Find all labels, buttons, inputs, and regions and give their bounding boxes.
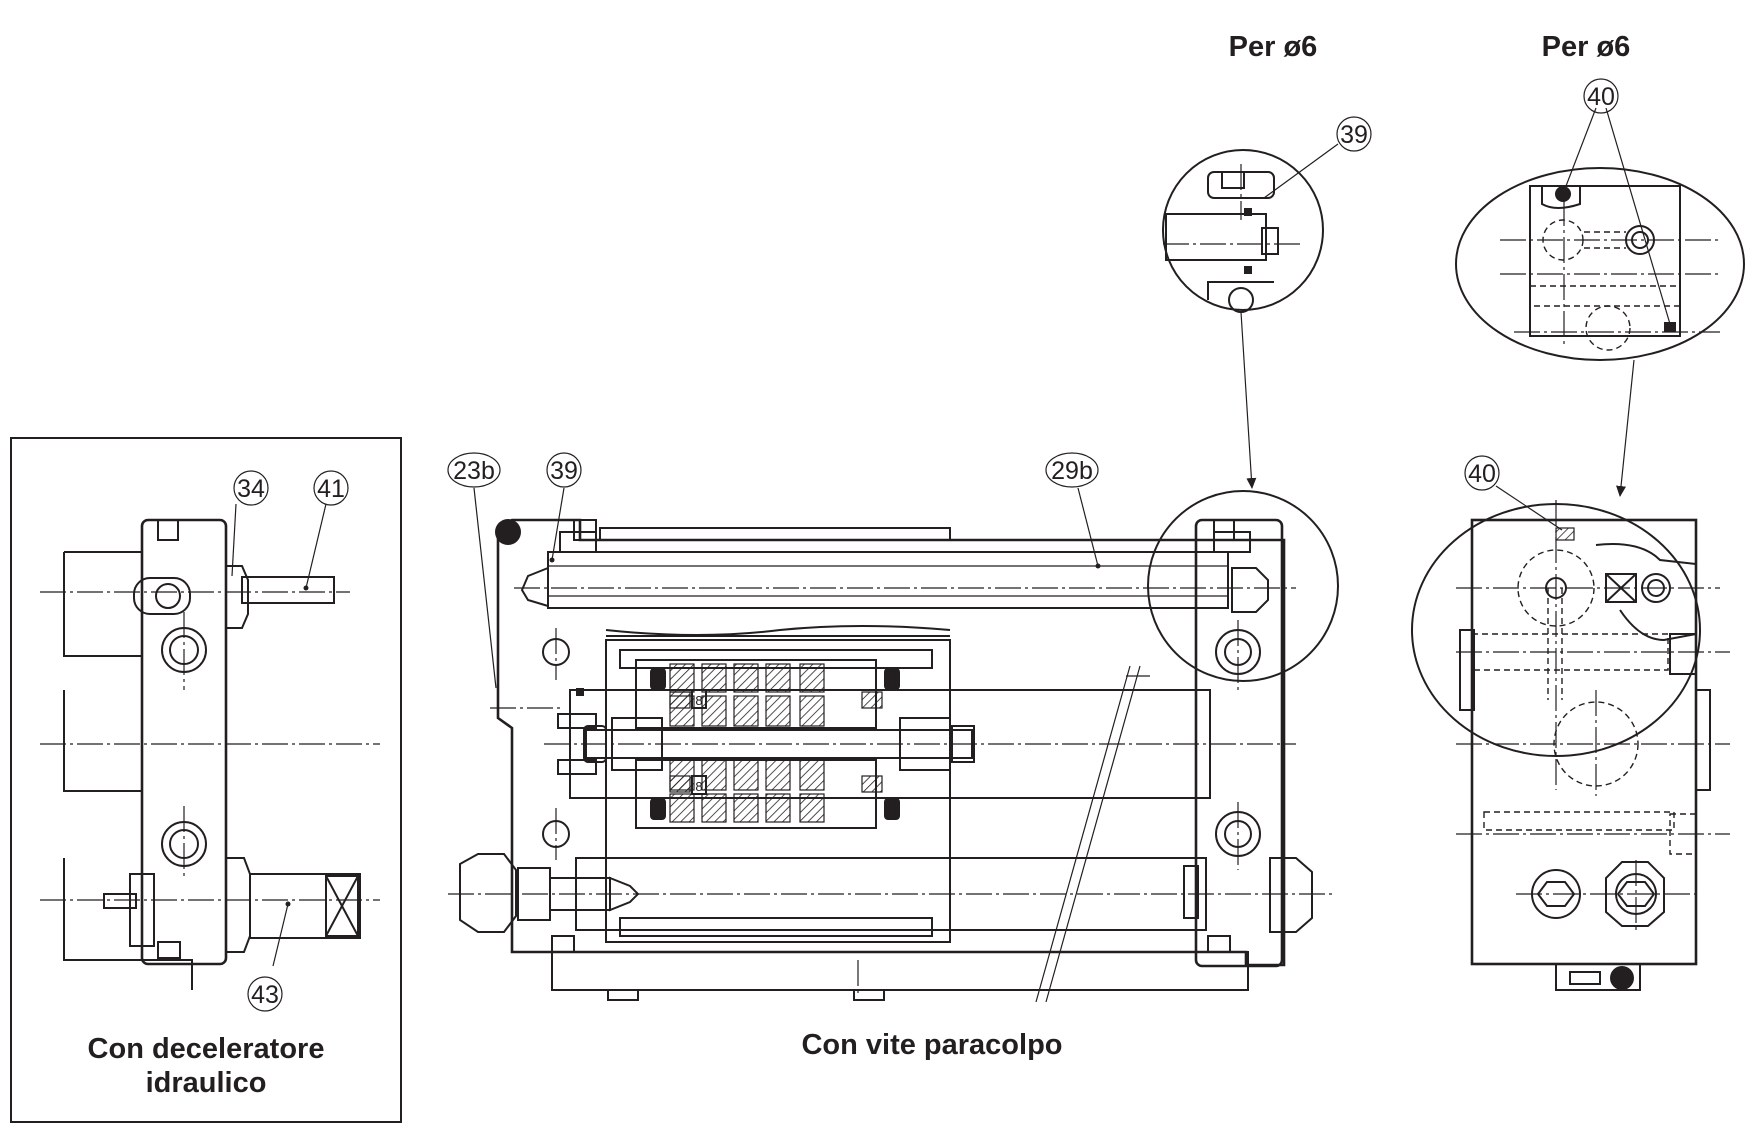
detail-ellipse-40 — [1455, 167, 1745, 361]
callout-23b: 23b — [453, 457, 495, 485]
title-detail-left: Per ø6 — [1229, 31, 1318, 63]
damper-plate — [140, 518, 228, 966]
callout-34: 34 — [237, 475, 265, 503]
callout-29b-circle — [1045, 452, 1099, 488]
base — [551, 951, 1249, 991]
callout-39a: 39 — [550, 457, 578, 485]
detail-circle-39 — [1162, 149, 1324, 311]
piston-label-lower: 8 — [695, 779, 702, 794]
callout-39b-circle — [1336, 116, 1372, 152]
callout-39a-circle — [546, 452, 582, 488]
caption-stopper-screw: Con vite paracolpo — [801, 1029, 1062, 1061]
title-detail-right: Per ø6 — [1542, 31, 1631, 63]
detail-circle-center — [1147, 490, 1339, 682]
callout-23b-circle — [447, 452, 501, 488]
callout-34-circle — [233, 470, 269, 506]
callout-40a-circle — [1583, 78, 1619, 114]
hydraulic-damper-panel: 34 41 43 Con deceleratore idraulico — [10, 437, 402, 1123]
end-plate-right — [1194, 518, 1284, 968]
end-plate-left — [496, 518, 1286, 967]
callout-40a: 40 — [1587, 83, 1615, 111]
callout-43-circle — [247, 976, 283, 1012]
callout-40b-circle — [1464, 455, 1500, 491]
side-view: 40 — [1411, 455, 1730, 991]
callout-41: 41 — [317, 475, 345, 503]
detail-per-6-left: Per ø6 39 — [1162, 31, 1372, 489]
callout-41-circle — [313, 470, 349, 506]
stopper-screw-assembly: 8 8 23b — [447, 452, 1339, 1061]
detail-per-6-right: Per ø6 40 — [1455, 31, 1745, 497]
bolt — [157, 941, 181, 959]
callout-40b: 40 — [1468, 460, 1496, 488]
callout-43: 43 — [251, 981, 279, 1009]
caption-hydraulic-damper-line2: idraulico — [146, 1067, 267, 1099]
caption-hydraulic-damper-line1: Con deceleratore — [88, 1033, 325, 1065]
panel-frame — [10, 437, 402, 1123]
piston-label-upper: 8 — [695, 693, 702, 708]
detail-arrow-left — [1240, 311, 1257, 489]
side-view-body — [1470, 518, 1698, 966]
callout-39b: 39 — [1340, 121, 1368, 149]
callout-29b: 29b — [1051, 457, 1093, 485]
detail-arrow-right — [1616, 359, 1635, 497]
